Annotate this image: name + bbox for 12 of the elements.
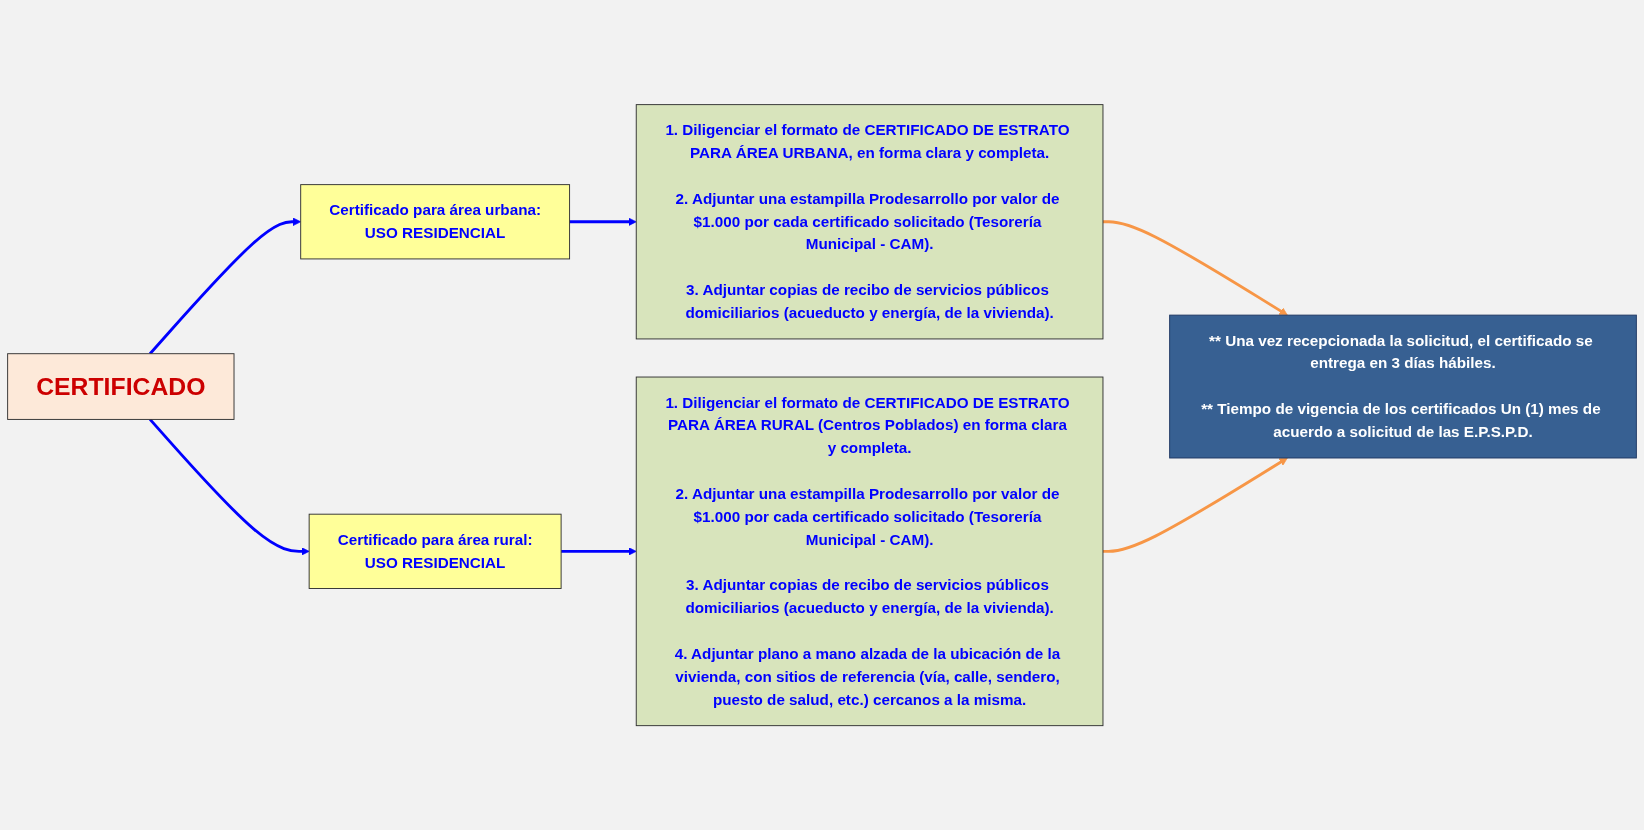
node-box: Certificado para área rural: USO RESIDENCIAL	[308, 513, 562, 589]
node-box: 1. Diligenciar el formato de CERTIFICADO DE ESTRATO PARA ÁREA URBANA, en forma clara y completa. 2. Adjuntar una estampilla Prodesarrollo por valor de $1.000 por cada certificado solicitado (Tesorería Municipal - CAM). 3. Adjuntar copias de recibo de servicios públicos domiciliarios (acueducto y energía, de la vivienda).	[635, 104, 1104, 340]
arrow	[1102, 457, 1288, 553]
arrow	[1102, 220, 1288, 316]
arrow	[569, 217, 637, 226]
node-box: CERTIFICADO	[7, 353, 235, 420]
arrow	[561, 547, 637, 556]
node-box: Certificado para área urbana: USO RESIDENCIAL	[300, 184, 571, 260]
arrow	[148, 418, 310, 556]
arrow	[148, 217, 302, 355]
node-box: ** Una vez recepcionada la solicitud, el certificado se entrega en 3 días hábiles. ** Tiempo de vigencia de los certificados Un (1) mes de acuerdo a solicitud de las E.P.S.P.D.	[1169, 314, 1637, 459]
node-box: 1. Diligenciar el formato de CERTIFICADO DE ESTRATO PARA ÁREA RURAL (Centros Poblados) en forma clara y completa. 2. Adjuntar una estampilla Prodesarrollo por valor de $1.000 por cada certificado solicitado (Tesorería Municipal - CAM). 3. Adjuntar copias de recibo de servicios públicos domiciliarios (acueducto y energía, de la vivienda). 4. Adjuntar plano a mano alzada de la ubicación de la vivienda, con sitios de referencia (vía, calle, sendero, puesto de salud, etc.) cercanos a la misma.	[635, 376, 1104, 726]
